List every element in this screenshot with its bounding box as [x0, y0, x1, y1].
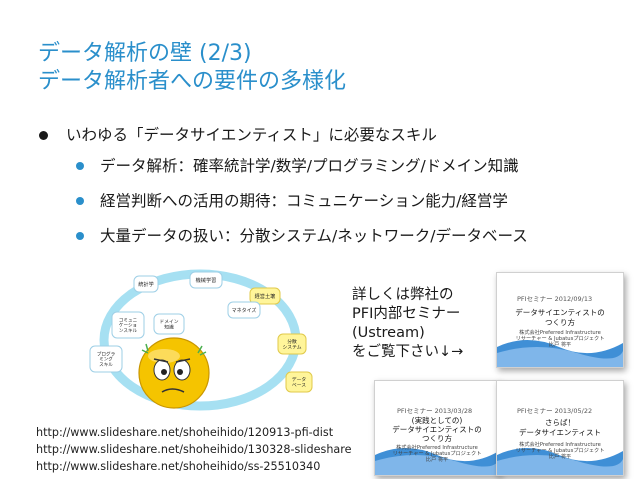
thumb-3-sub-3: 比戸 将平	[548, 454, 572, 460]
skill-node-label: データベース	[292, 376, 307, 389]
skill-node-box	[89, 345, 123, 373]
thumb-2-tag: PFIセミナー 2013/03/28	[397, 407, 473, 415]
thumb-1-title-1: データサイエンティストの	[515, 308, 605, 317]
thumb-3-sub-2: リサーチャー & Jubatusプロジェクト	[515, 448, 605, 454]
thumb-3-sub-1: 株式会社Preferred Infrastructure	[519, 442, 601, 448]
thumb-1-sub-1: 株式会社Preferred Infrastructure	[519, 330, 601, 336]
wave-decoration-icon	[497, 340, 623, 367]
skill-node-label: 経営土壌	[255, 292, 277, 300]
skill-node-box	[277, 333, 307, 355]
link-3[interactable]: http://www.slideshare.net/shoheihido/ss-…	[36, 460, 321, 473]
thumb-1-sub-2: リサーチャー & Jubatusプロジェクト	[515, 336, 605, 342]
sub-bullet-analysis: データ解析：確率統計学/数学/プログラミング/ドメイン知識	[72, 155, 626, 177]
skill-node-box	[227, 301, 261, 319]
thumb-2-title-2: データサイエンティストの	[392, 425, 482, 434]
wave-decoration-icon	[375, 448, 499, 475]
title-line-2: データ解析者への要件の多様化	[38, 69, 347, 94]
title-line-1: データ解析の壁 (2/3)	[38, 41, 252, 66]
link-1[interactable]: http://www.slideshare.net/shoheihido/120…	[36, 426, 334, 439]
thumb-3-title-1: さらば！	[545, 418, 575, 427]
slide-thumbnail-3[interactable]: PFIセミナー 2013/05/22 さらば！ データサイエンティスト 株式会社…	[496, 380, 624, 476]
thumb-1-sub-3: 比戸 将平	[548, 342, 572, 348]
thumb-1-tag: PFIセミナー 2012/09/13	[517, 295, 593, 303]
info-line-3: (Ustream)	[352, 325, 425, 341]
worried-face-icon	[138, 337, 210, 409]
slide-title: データ解析の壁 (2/3) データ解析者への要件の多様化	[38, 40, 346, 96]
skill-node-label: コミュニケーションスキル	[119, 317, 138, 334]
thumb-2-title-1: (実践としての)	[411, 416, 463, 425]
info-line-1: 詳しくは弊社の	[352, 287, 454, 303]
skill-node-box	[153, 313, 185, 335]
skill-node-box	[133, 275, 159, 293]
skill-node-label: 統計学	[138, 280, 154, 288]
skill-node-label: 分散システム	[282, 338, 301, 351]
thumb-2-sub-1: 株式会社Preferred Infrastructure	[396, 445, 478, 451]
skill-node-label: プログラミングスキル	[97, 350, 116, 368]
slide-thumbnail-2[interactable]: PFIセミナー 2013/03/28 (実践としての) データサイエンティストの…	[374, 380, 500, 476]
info-line-4: をご覧下さい↓→	[352, 344, 464, 360]
slideshare-links: http://www.slideshare.net/shoheihido/120…	[36, 424, 352, 475]
bullet-list: いわゆる「データサイエンティスト」に必要なスキル データ解析：確率統計学/数学/…	[36, 124, 626, 260]
skill-node-label: マネタイズ	[232, 307, 257, 314]
info-line-2: PFI内部セミナー	[352, 306, 461, 322]
skill-node-box	[111, 311, 145, 339]
skill-node-label: 機械学習	[196, 276, 217, 284]
thumb-2-sub-2: リサーチャー & Jubatusプロジェクト	[392, 451, 482, 457]
thumb-3-tag: PFIセミナー 2013/05/22	[517, 407, 593, 415]
skill-node-box	[285, 371, 313, 393]
wave-decoration-icon	[497, 448, 623, 475]
thumb-2-title-3: つくり方	[422, 434, 452, 443]
skill-node-label: ドメイン知識	[159, 320, 178, 331]
link-2[interactable]: http://www.slideshare.net/shoheihido/130…	[36, 443, 352, 456]
slide-thumbnail-1[interactable]: PFIセミナー 2012/09/13 データサイエンティストの つくり方 株式会…	[496, 272, 624, 368]
skill-node-box	[189, 271, 223, 289]
seminar-info: 詳しくは弊社の PFI内部セミナー (Ustream) をご覧下さい↓→	[352, 286, 463, 362]
sub-bullet-list: データ解析：確率統計学/数学/プログラミング/ドメイン知識 経営判断への活用の期…	[36, 155, 626, 247]
bullet-main: いわゆる「データサイエンティスト」に必要なスキル	[36, 124, 626, 146]
sub-bullet-management: 経営判断への活用の期待：コミュニケーション能力/経営学	[72, 190, 626, 212]
thumb-2-sub-3: 比戸 将平	[425, 457, 449, 463]
skill-node-box	[249, 287, 281, 305]
thumb-3-title-2: データサイエンティスト	[519, 428, 601, 437]
thumb-1-title-2: つくり方	[545, 318, 575, 327]
sub-bullet-bigdata: 大量データの扱い：分散システム/ネットワーク/データベース	[72, 225, 626, 247]
